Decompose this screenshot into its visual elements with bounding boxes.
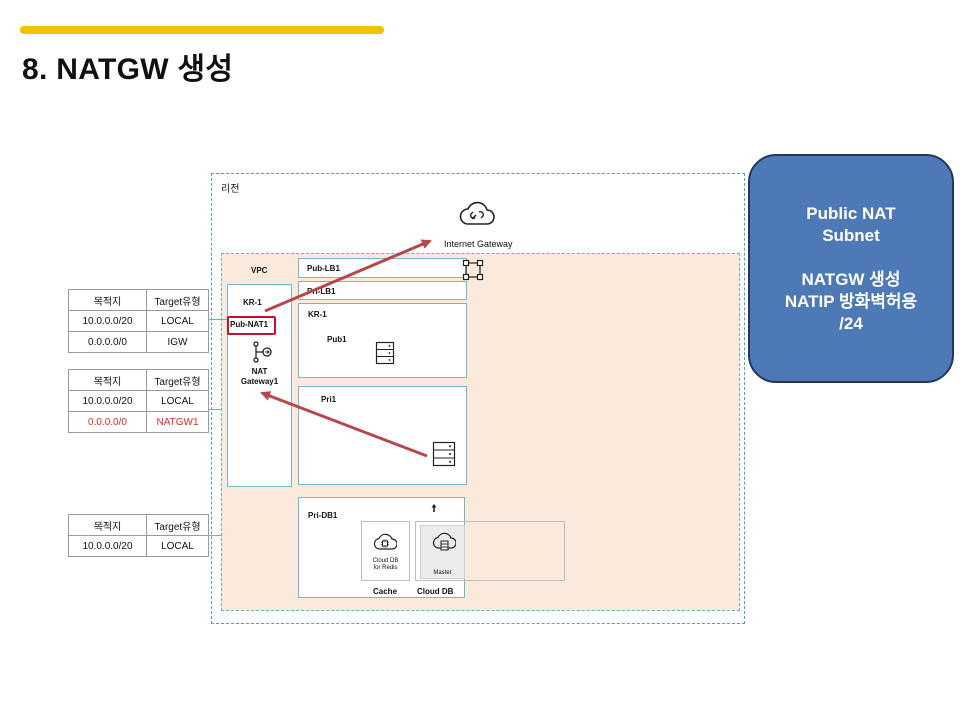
load-balancer-icon bbox=[462, 259, 484, 281]
clouddb-outline bbox=[415, 521, 565, 581]
redis-label-line2: for Redis bbox=[373, 565, 398, 571]
callout-box: Public NAT Subnet NATGW 생성 NATIP 방화벽허용 /… bbox=[748, 154, 954, 383]
nat-gateway-label-line1: NAT bbox=[251, 367, 268, 376]
rt1-row2-dest: 0.0.0.0/0 bbox=[68, 331, 147, 353]
nat-gateway-label-line2: Gateway1 bbox=[240, 377, 279, 386]
region-container bbox=[211, 173, 745, 624]
rt1-header-dest: 목적지 bbox=[68, 289, 147, 311]
region-label: 리전 bbox=[221, 184, 240, 195]
rt1-connector bbox=[208, 319, 227, 320]
page-title: 8. NATGW 생성 bbox=[22, 53, 234, 86]
rt3-header-target: Target유형 bbox=[146, 514, 209, 536]
callout-line1: Public NAT bbox=[806, 203, 896, 223]
rt2-connector bbox=[208, 409, 221, 410]
pub-nat-subnet-label: Pub-NAT1 bbox=[230, 320, 269, 329]
small-up-arrow-icon bbox=[430, 500, 438, 512]
rt1-row1-dest: 10.0.0.0/20 bbox=[68, 310, 147, 332]
redis-card bbox=[361, 521, 410, 581]
pub-subnet-label: Pub1 bbox=[327, 335, 347, 344]
callout-line4: NATIP 방화벽허용 bbox=[784, 291, 918, 311]
cache-label: Cache bbox=[373, 587, 398, 596]
left-az-box bbox=[227, 284, 292, 487]
title-accent-bar bbox=[20, 26, 384, 34]
igw-label: Internet Gateway bbox=[444, 239, 513, 249]
pri-lb-subnet bbox=[298, 281, 467, 300]
pub-lb-label: Pub-LB1 bbox=[307, 264, 340, 273]
rt3-row1-target: LOCAL bbox=[146, 535, 209, 557]
pri-lb-label: Pri-LB1 bbox=[307, 287, 336, 296]
pri-db-label: Pri-DB1 bbox=[308, 511, 338, 520]
arrow-nat-to-igw bbox=[264, 239, 432, 313]
redis-label-line1: Cloud DB bbox=[372, 558, 399, 564]
rt2-row1-target: LOCAL bbox=[146, 390, 209, 412]
callout-line3: NATGW 생성 bbox=[801, 269, 901, 289]
pub-subnet bbox=[298, 303, 467, 378]
rt3-row1-dest: 10.0.0.0/20 bbox=[68, 535, 147, 557]
cloud-icon bbox=[458, 198, 496, 228]
rt3-connector bbox=[208, 535, 221, 536]
callout-line5: /24 bbox=[839, 313, 863, 333]
callout-line2: Subnet bbox=[822, 225, 880, 245]
rt2-header-dest: 목적지 bbox=[68, 369, 147, 391]
callout-spacer bbox=[750, 247, 952, 269]
nat-gateway-icon bbox=[250, 340, 274, 364]
rt2-header-target: Target유형 bbox=[146, 369, 209, 391]
master-label: Master bbox=[433, 570, 452, 576]
server-icon bbox=[432, 441, 456, 467]
rt1-row1-target: LOCAL bbox=[146, 310, 209, 332]
left-az-label: KR-1 bbox=[243, 298, 262, 307]
redis-icon bbox=[373, 531, 398, 553]
right-az-label: KR-1 bbox=[308, 310, 327, 319]
clouddb-label: Cloud DB bbox=[417, 587, 454, 596]
clouddb-icon bbox=[432, 531, 457, 553]
rt2-row2-dest: 0.0.0.0/0 bbox=[68, 411, 147, 433]
rt2-row2-target: NATGW1 bbox=[146, 411, 209, 433]
vpc-label: VPC bbox=[251, 266, 268, 275]
server-icon bbox=[375, 341, 395, 365]
rt1-row2-target: IGW bbox=[146, 331, 209, 353]
arrow-private-to-nat bbox=[260, 391, 428, 458]
rt2-row1-dest: 10.0.0.0/20 bbox=[68, 390, 147, 412]
pri-subnet-label: Pri1 bbox=[321, 395, 337, 404]
pri-subnet bbox=[298, 386, 467, 485]
rt1-header-target: Target유형 bbox=[146, 289, 209, 311]
pub-nat-subnet-highlight[interactable] bbox=[227, 316, 276, 335]
rt3-header-dest: 목적지 bbox=[68, 514, 147, 536]
